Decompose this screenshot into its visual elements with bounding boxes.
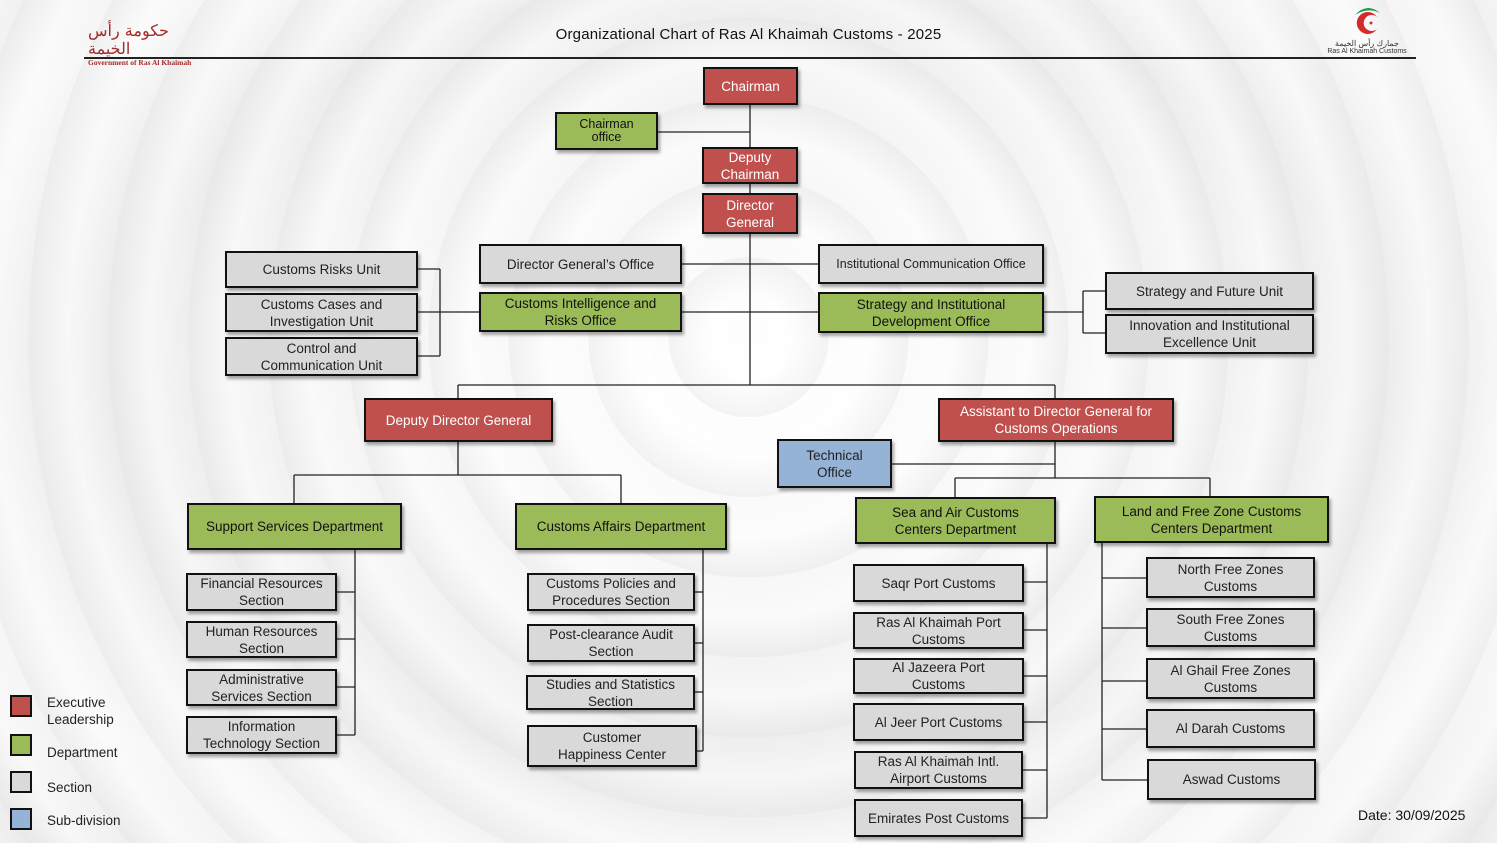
customs-logo: جمارك رأس الخيمة Ras Al Khaimah Customs <box>1318 4 1416 55</box>
government-logo-arabic: حكومة رأس الخيمة <box>88 21 169 58</box>
technical-office-box[interactable]: Technical Office <box>777 439 892 488</box>
sea-air-center-box[interactable]: Al Jazeera Port Customs <box>853 658 1024 694</box>
legend-label: Sub-division <box>47 813 121 828</box>
legend-label: Section <box>47 780 93 795</box>
affairs-section-box[interactable]: Post-clearance Audit Section <box>527 624 695 662</box>
support-services-department-box[interactable]: Support Services Department <box>187 503 402 550</box>
customs-logo-english: Ras Al Khaimah Customs <box>1327 48 1407 55</box>
customs-intelligence-box[interactable]: Customs Intelligence and Risks Office <box>479 292 682 332</box>
land-free-center-box[interactable]: Aswad Customs <box>1147 759 1316 800</box>
support-section-box[interactable]: Financial Resources Section <box>186 573 337 611</box>
legend-item-section: Section <box>10 771 92 796</box>
sea-air-department-box[interactable]: Sea and Air Customs Centers Department <box>855 497 1056 544</box>
legend-swatch <box>10 695 32 717</box>
legend-swatch <box>10 771 32 793</box>
deputy-director-general-box[interactable]: Deputy Director General <box>364 398 553 442</box>
land-free-center-box[interactable]: South Free Zones Customs <box>1146 608 1315 647</box>
land-free-zone-department-box[interactable]: Land and Free Zone Customs Centers Depar… <box>1094 496 1329 543</box>
assistant-director-general-box[interactable]: Assistant to Director General for Custom… <box>938 398 1174 442</box>
legend-swatch <box>10 734 32 756</box>
page-title: Organizational Chart of Ras Al Khaimah C… <box>555 26 942 43</box>
sea-air-center-box[interactable]: Saqr Port Customs <box>853 564 1024 602</box>
strategy-future-unit-box[interactable]: Strategy and Future Unit <box>1105 272 1314 310</box>
sea-air-center-box[interactable]: Ras Al Khaimah Intl. Airport Customs <box>854 751 1023 789</box>
support-section-box[interactable]: Information Technology Section <box>186 716 337 754</box>
affairs-section-box[interactable]: Customer Happiness Center <box>527 725 697 767</box>
chairman-box[interactable]: Chairman <box>703 67 798 105</box>
government-logo-english: Government of Ras Al Khaimah <box>88 58 192 67</box>
government-logo: حكومة رأس الخيمة Government of Ras Al Kh… <box>88 21 208 68</box>
dg-office-box[interactable]: Director General’s Office <box>479 244 682 284</box>
strategy-office-box[interactable]: Strategy and Institutional Development O… <box>818 292 1044 333</box>
legend-item-executive: Executive Leadership <box>10 695 127 728</box>
director-general-box[interactable]: Director General <box>702 193 798 234</box>
legend-swatch <box>10 808 32 830</box>
deputy-chairman-box[interactable]: Deputy Chairman <box>702 147 798 184</box>
customs-risks-unit-box[interactable]: Customs Risks Unit <box>225 251 418 288</box>
legend-label: Department <box>47 745 118 760</box>
chairman-office-box[interactable]: Chairman office <box>555 112 658 150</box>
sea-air-center-box[interactable]: Emirates Post Customs <box>854 799 1023 837</box>
legend-item-department: Department <box>10 734 118 761</box>
sea-air-center-box[interactable]: Al Jeer Port Customs <box>853 703 1024 741</box>
customs-cases-unit-box[interactable]: Customs Cases and Investigation Unit <box>225 293 418 332</box>
sea-air-center-box[interactable]: Ras Al Khaimah Port Customs <box>853 612 1024 649</box>
land-free-center-box[interactable]: North Free Zones Customs <box>1146 557 1315 598</box>
support-section-box[interactable]: Human Resources Section <box>186 621 337 658</box>
support-section-box[interactable]: Administrative Services Section <box>186 669 337 706</box>
innovation-unit-box[interactable]: Innovation and Institutional Excellence … <box>1105 314 1314 354</box>
customs-affairs-department-box[interactable]: Customs Affairs Department <box>515 503 727 550</box>
header-divider <box>84 57 1416 59</box>
land-free-center-box[interactable]: Al Ghail Free Zones Customs <box>1146 658 1315 699</box>
legend-label: Executive Leadership <box>47 695 114 727</box>
legend-item-subdivision: Sub-division <box>10 808 121 830</box>
land-free-center-box[interactable]: Al Darah Customs <box>1146 709 1315 748</box>
chart-date: Date: 30/09/2025 <box>1358 807 1466 823</box>
institutional-communication-box[interactable]: Institutional Communication Office <box>818 244 1044 284</box>
control-communication-unit-box[interactable]: Control and Communication Unit <box>225 337 418 376</box>
customs-logo-arabic: جمارك رأس الخيمة <box>1335 39 1399 48</box>
customs-emblem-icon <box>1355 7 1380 35</box>
affairs-section-box[interactable]: Studies and Statistics Section <box>526 675 695 710</box>
affairs-section-box[interactable]: Customs Policies and Procedures Section <box>527 573 695 611</box>
